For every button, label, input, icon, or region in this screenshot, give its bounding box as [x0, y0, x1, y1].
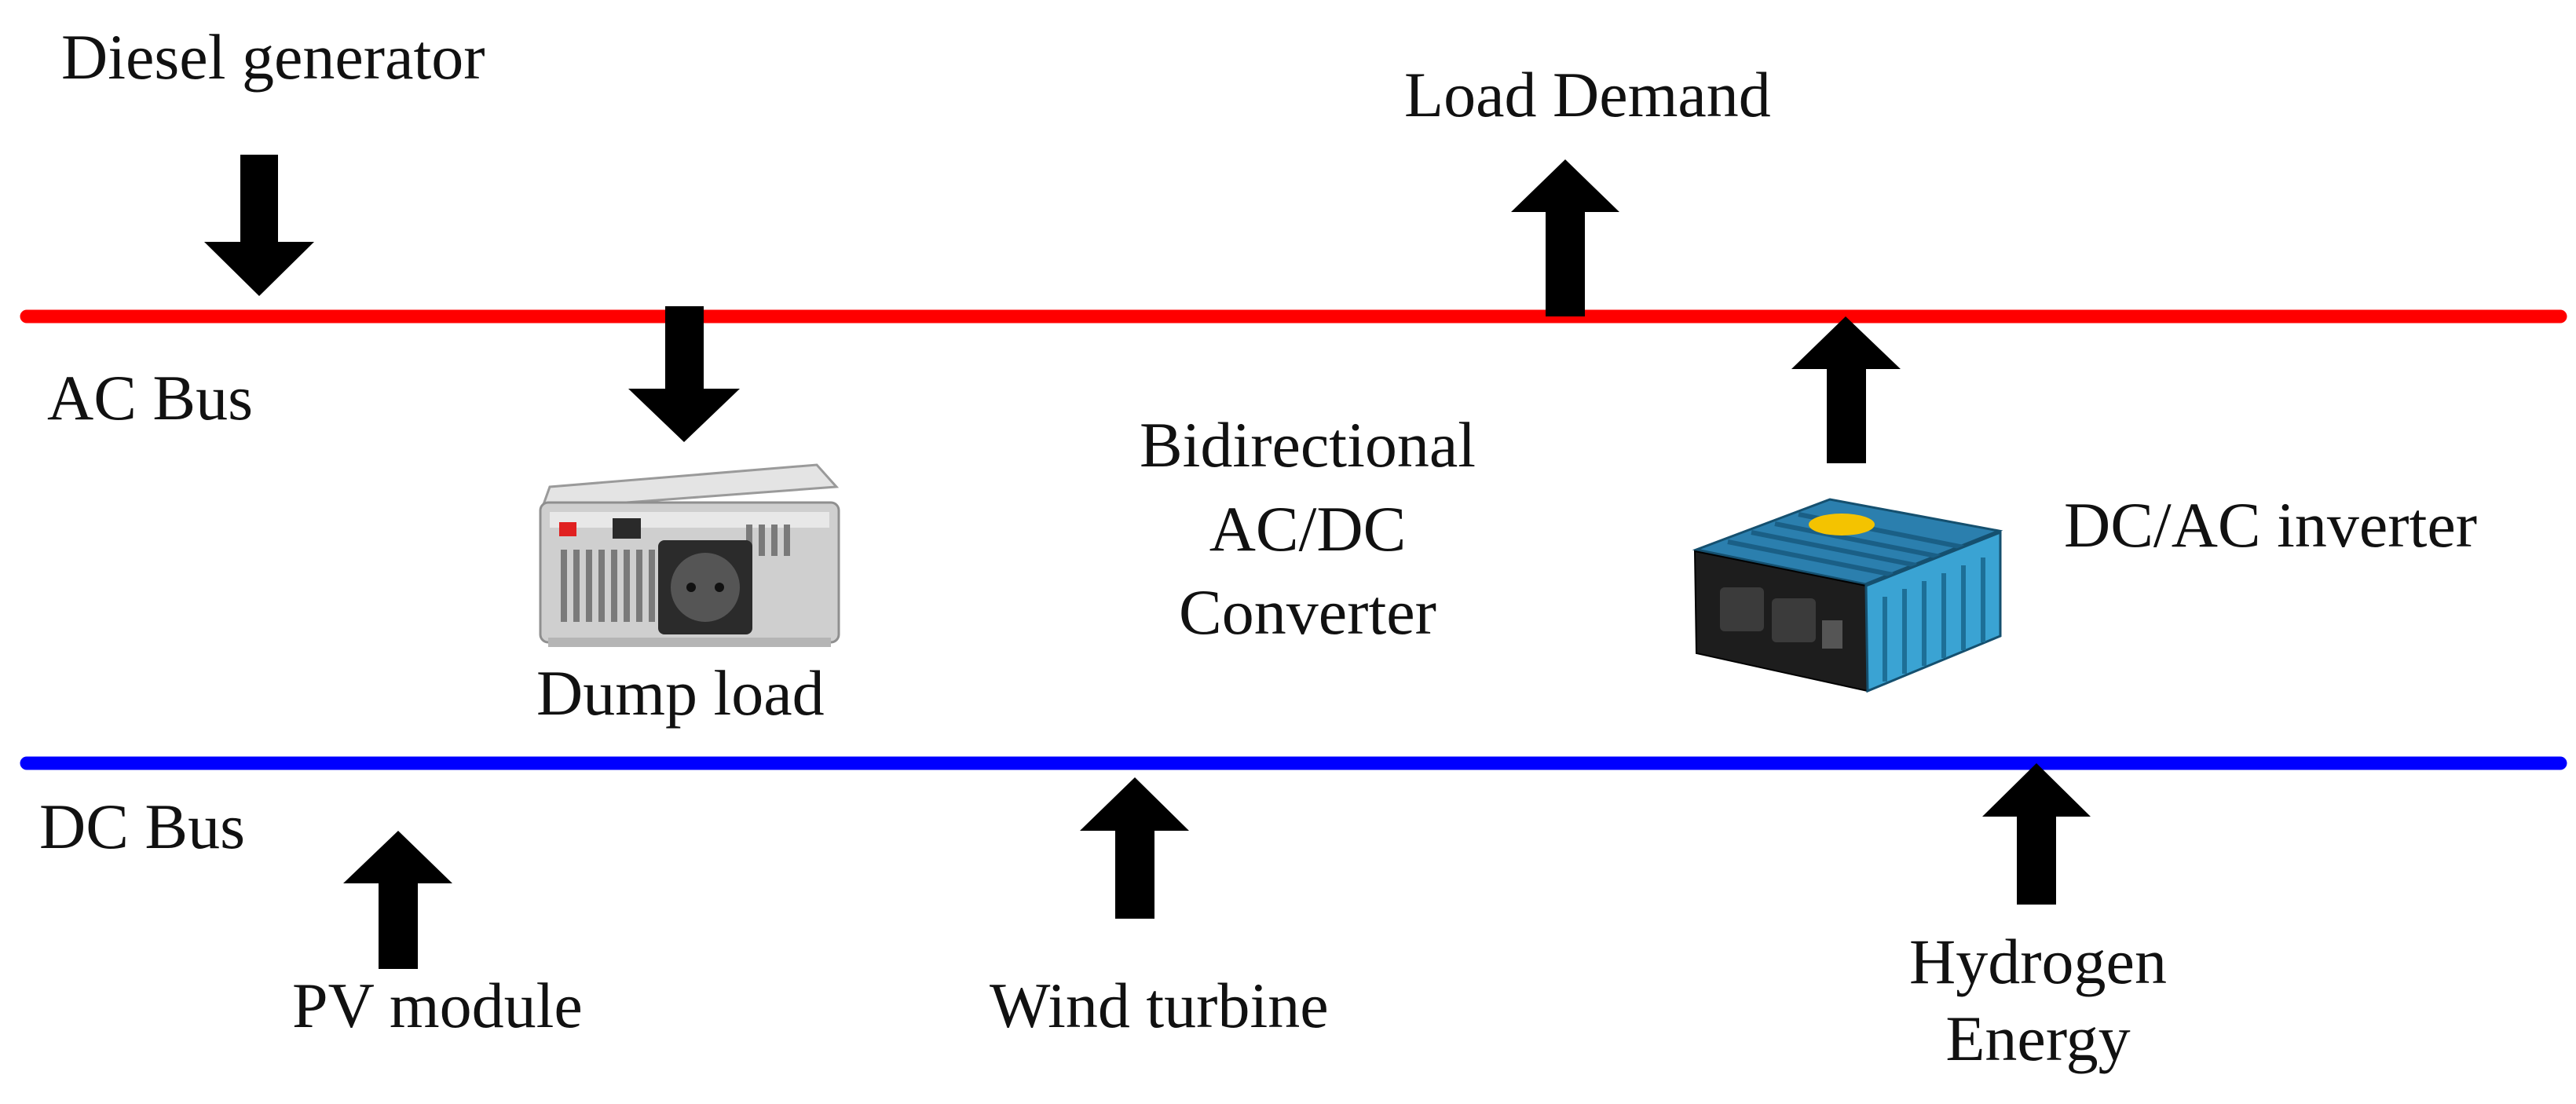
dump-load-device-icon: [539, 463, 840, 647]
load-demand-label: Load Demand: [1404, 59, 1771, 130]
bidirectional-converter-line-2: AC/DC: [1209, 492, 1407, 565]
hydrogen-energy-line-2: Energy: [1945, 1003, 2131, 1075]
pv-module-arrow: [343, 831, 452, 969]
bidirectional-converter-line-1: Bidirectional: [1139, 409, 1476, 481]
hydrogen-energy-label: Hydrogen Energy: [1830, 923, 2246, 1078]
hydrogen-energy-arrow: [1982, 763, 2091, 905]
ac-bus-label: AC Bus: [47, 362, 254, 433]
load-demand-arrow: [1511, 159, 1619, 316]
wind-turbine-arrow: [1080, 777, 1189, 919]
diesel-generator-label: Diesel generator: [61, 21, 485, 93]
dump-load-arrow: [628, 306, 740, 442]
dc-ac-inverter-label: DC/AC inverter: [2064, 489, 2478, 561]
inverter-output-arrow: [1791, 316, 1901, 463]
hydrogen-energy-line-1: Hydrogen: [1909, 926, 2167, 997]
pv-module-label: PV module: [292, 970, 583, 1041]
dc-ac-inverter-device-icon: [1692, 498, 2003, 693]
dump-load-label: Dump load: [536, 657, 825, 729]
bidirectional-converter-line-3: Converter: [1179, 576, 1436, 649]
wind-turbine-label: Wind turbine: [990, 970, 1329, 1041]
bidirectional-converter-label: Bidirectional AC/DC Converter: [1084, 404, 1531, 655]
dc-bus-label: DC Bus: [39, 791, 246, 862]
diesel-generator-arrow: [204, 155, 314, 296]
